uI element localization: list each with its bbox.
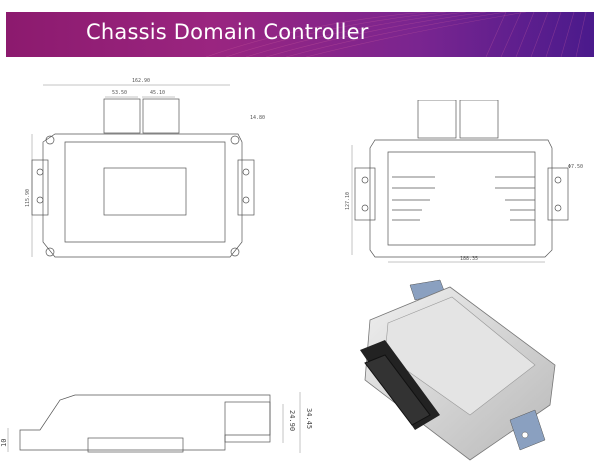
dim-width: 162.90: [132, 78, 150, 84]
product-3d-render: [360, 279, 556, 461]
dim-conn-left: 53.50: [112, 90, 127, 96]
dim-width: 188.35: [460, 256, 478, 262]
dim-hole: Φ7.50: [568, 164, 583, 170]
side-view-drawing: 10 24.90 34.45: [0, 392, 313, 453]
dim-height: 115.90: [25, 189, 31, 207]
page-title: Chassis Domain Controller: [86, 20, 369, 44]
dim-total: 34.45: [305, 408, 313, 429]
banner-wave-pattern: [205, 12, 587, 57]
dim-connector: 24.90: [288, 410, 296, 431]
dim-offset: 14.80: [250, 115, 265, 121]
top-view-drawing: 162.90 53.50 45.10 14.80 115.90: [25, 78, 265, 258]
title-banner: Chassis Domain Controller: [6, 12, 594, 57]
dim-height: 127.10: [345, 192, 351, 210]
dim-base: 10: [0, 439, 8, 447]
dim-conn-right: 45.10: [150, 90, 165, 96]
bottom-view-drawing: 127.10 188.35 Φ7.50: [345, 100, 583, 263]
